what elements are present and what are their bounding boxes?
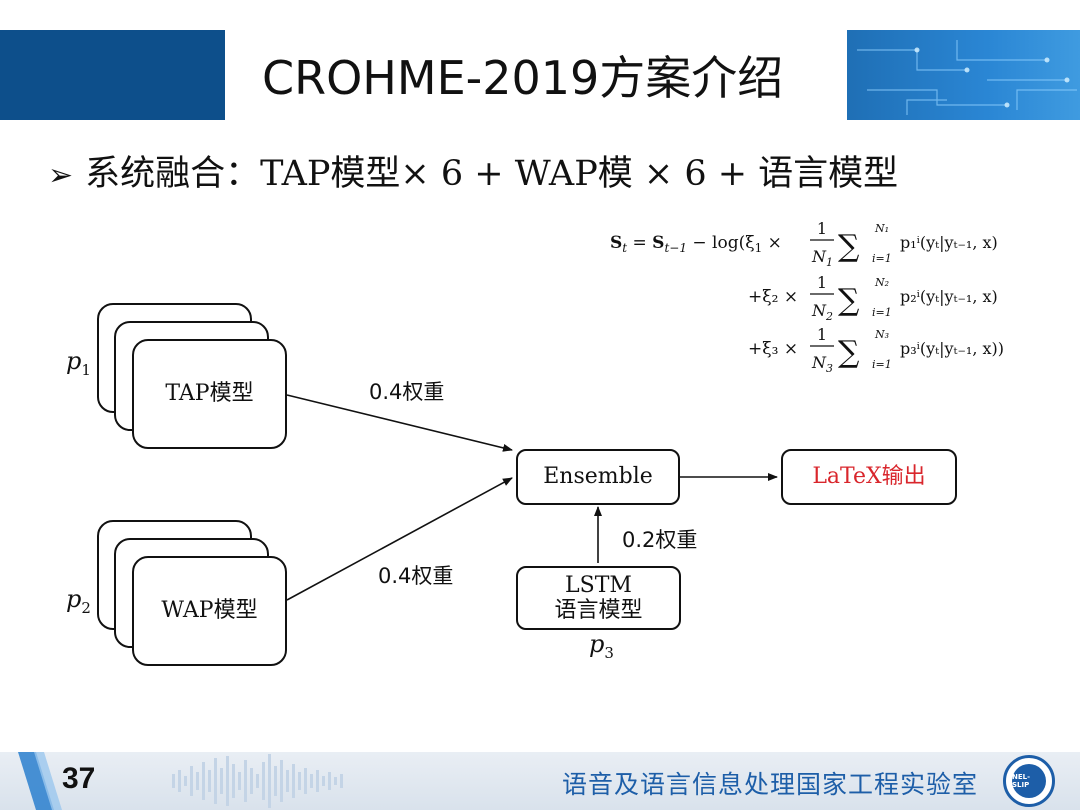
formula-svg: St = St−1 − log(ξ1 × 1 N1 ∑ N₁ i=1 p₁ⁱ(y…: [610, 219, 1004, 375]
formula-sum-lower-1: i=1: [872, 252, 892, 265]
lab-name: 语音及语言信息处理国家工程实验室: [562, 770, 979, 799]
ensemble-score-formula: St = St−1 − log(ξ1 × 1 N1 ∑ N₁ i=1 p₁ⁱ(y…: [600, 210, 1050, 385]
lab-seal-text: NEL-SLIP: [1012, 764, 1046, 798]
arrow-tap-to-ensemble: [286, 394, 513, 452]
formula-sum-upper-1: N₁: [874, 222, 889, 235]
tap-model-node: TAP模型: [132, 339, 287, 449]
formula-sum-2: ∑: [838, 283, 860, 318]
circuit-pattern-icon: [857, 40, 1077, 115]
formula-sum-upper-2: N₂: [874, 276, 889, 289]
tap-model-label: TAP模型: [165, 380, 254, 406]
formula-frac-den-1: N1: [811, 247, 833, 269]
ensemble-node: Ensemble: [516, 449, 680, 505]
weight-tap-label: 0.4权重: [369, 380, 445, 404]
page-title: CROHME-2019方案介绍: [262, 51, 784, 105]
p1-label: p1: [66, 347, 91, 379]
bullet-arrow-icon: ➢: [48, 158, 74, 193]
formula-frac-num-3: 1: [817, 325, 827, 344]
formula-term-3: p₃ⁱ(yₜ|yₜ₋₁, x)): [900, 339, 1004, 358]
header-right-banner: [847, 30, 1080, 120]
formula-term-2: p₂ⁱ(yₜ|yₜ₋₁, x): [900, 287, 998, 306]
wap-model-node: WAP模型: [132, 556, 287, 666]
weight-lstm-label: 0.2权重: [622, 528, 698, 552]
ensemble-label: Ensemble: [543, 463, 653, 489]
weight-wap-label: 0.4权重: [378, 564, 454, 588]
formula-lhs: St = St−1 − log(ξ1 ×: [610, 233, 782, 255]
p3-label: p3: [589, 630, 614, 662]
lstm-label-line1: LSTM: [565, 572, 632, 598]
formula-sum-3: ∑: [838, 335, 860, 370]
latex-output-node: LaTeX输出: [781, 449, 957, 505]
bullet-text: 系统融合：TAP模型× 6 + WAP模 × 6 + 语言模型: [85, 154, 899, 194]
soundwave-icon: [172, 754, 343, 808]
footer-band: [0, 752, 1080, 810]
formula-term-1: p₁ⁱ(yₜ|yₜ₋₁, x): [900, 233, 998, 252]
formula-sum-lower-3: i=1: [872, 358, 892, 371]
lstm-lm-node: LSTM 语言模型: [516, 566, 681, 630]
arrow-wap-to-ensemble: [286, 477, 513, 601]
formula-sum-1: ∑: [838, 229, 860, 264]
wap-model-label: WAP模型: [161, 597, 258, 623]
formula-frac-den-2: N2: [811, 301, 833, 323]
formula-line2-prefix: +ξ₂ ×: [748, 287, 798, 307]
formula-sum-lower-2: i=1: [872, 306, 892, 319]
bullet-system-fusion: ➢ 系统融合：TAP模型× 6 + WAP模 × 6 + 语言模型: [48, 145, 898, 196]
latex-output-label: LaTeX输出: [812, 463, 926, 489]
header-left-band: [0, 30, 225, 120]
formula-frac-num-2: 1: [817, 273, 827, 292]
formula-frac-num-1: 1: [817, 219, 827, 238]
lab-seal-logo-icon: NEL-SLIP: [1003, 755, 1055, 807]
lstm-label-line2: 语言模型: [554, 598, 643, 623]
footer-decoration: [18, 752, 343, 810]
formula-frac-den-3: N3: [811, 353, 833, 375]
formula-line3-prefix: +ξ₃ ×: [748, 339, 798, 359]
formula-sum-upper-3: N₃: [874, 328, 889, 341]
p2-label: p2: [66, 585, 91, 617]
page-number: 37: [62, 762, 96, 795]
